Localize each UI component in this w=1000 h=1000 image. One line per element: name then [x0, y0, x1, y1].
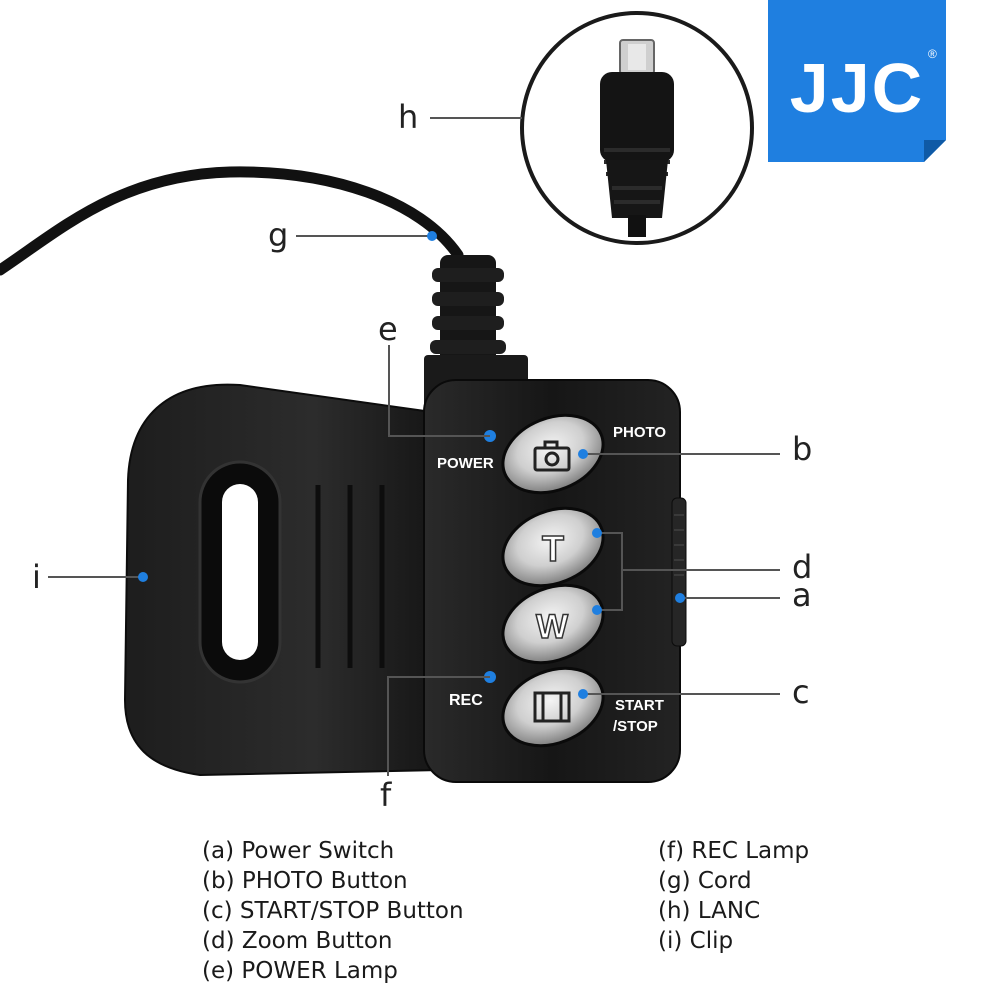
legend-item-b: (b) PHOTO Button — [202, 868, 408, 894]
lanc-connector-inset — [520, 11, 754, 245]
brand-logo: JJC ® — [768, 0, 946, 162]
callout-d: d — [792, 548, 812, 586]
photo-button-label: PHOTO — [613, 424, 666, 441]
callout-b: b — [792, 430, 812, 468]
cord — [0, 166, 464, 276]
callout-i: i — [32, 558, 41, 596]
callout-f: f — [380, 776, 392, 814]
legend-right-column: (f) REC Lamp (g) Cord (h) LANC (i) Clip — [658, 836, 809, 956]
legend-item-a: (a) Power Switch — [202, 838, 395, 864]
zoom-wide-button[interactable]: W — [491, 571, 614, 677]
zoom-tele-label: T — [542, 528, 564, 569]
legend-item-e: (e) POWER Lamp — [202, 958, 398, 984]
film-icon — [533, 691, 571, 723]
legend-item-d: (d) Zoom Button — [202, 928, 393, 954]
start-stop-label-line1: START — [615, 697, 664, 714]
zoom-tele-button[interactable]: T — [491, 494, 614, 600]
start-stop-button[interactable] — [491, 654, 614, 760]
legend-left-column: (a) Power Switch (b) PHOTO Button (c) ST… — [202, 836, 464, 986]
photo-button[interactable] — [491, 401, 614, 507]
power-lamp-label: POWER — [437, 455, 494, 472]
callout-e: e — [378, 310, 398, 348]
legend-item-c: (c) START/STOP Button — [202, 898, 464, 924]
rec-lamp-label: REC — [449, 692, 483, 709]
clip — [123, 383, 442, 777]
callout-g: g — [268, 216, 288, 254]
power-switch[interactable] — [671, 497, 687, 647]
legend-item-h: (h) LANC — [658, 898, 761, 924]
brand-logo-text: JJC — [790, 49, 924, 127]
camera-icon — [533, 440, 571, 472]
zoom-wide-label: W — [536, 608, 569, 646]
clip-grip-ribs — [315, 485, 385, 668]
callout-c: c — [792, 673, 810, 711]
leader-lines — [48, 117, 780, 776]
callout-a: a — [792, 576, 812, 614]
legend-item-f: (f) REC Lamp — [658, 838, 810, 864]
legend-item-g: (g) Cord — [658, 868, 752, 894]
callout-dots — [138, 231, 685, 699]
callout-h: h — [398, 98, 418, 136]
start-stop-label-line2: /STOP — [613, 718, 658, 735]
brand-logo-registered-mark: ® — [928, 47, 937, 61]
legend-item-i: (i) Clip — [658, 928, 734, 954]
